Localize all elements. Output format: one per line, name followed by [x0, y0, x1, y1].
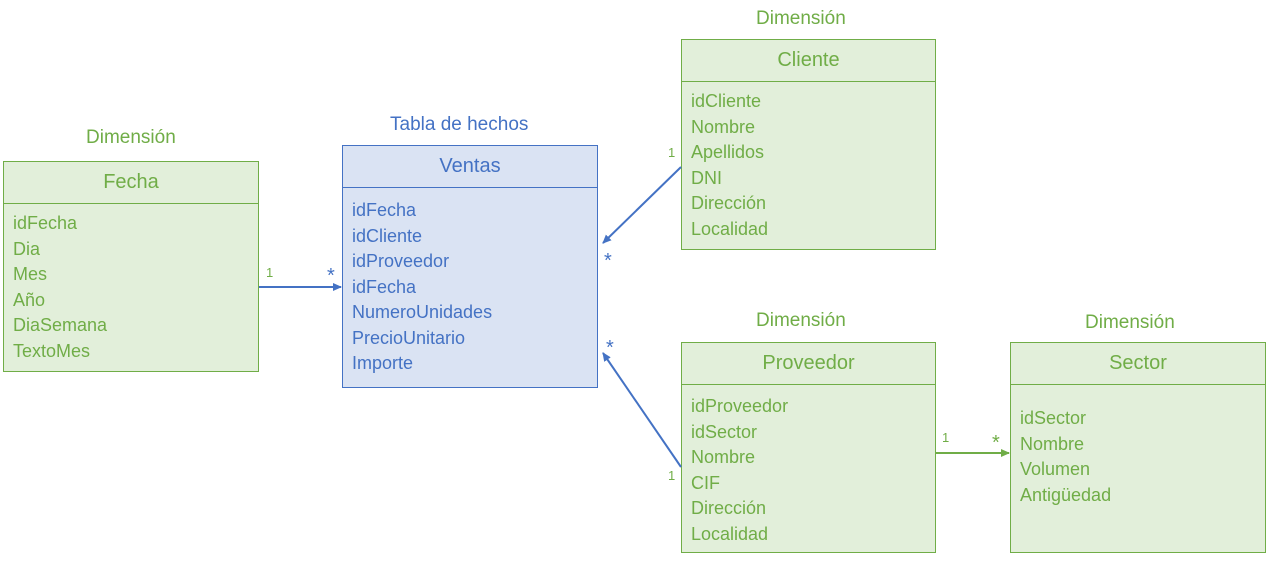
entity-cliente-attributes: idCliente Nombre Apellidos DNI Dirección… — [682, 82, 935, 242]
attribute: Mes — [13, 264, 48, 284]
mult-proveedor-sector-from: 1 — [942, 430, 949, 445]
attribute: idFecha — [352, 200, 417, 220]
entity-cliente[interactable]: Cliente idCliente Nombre Apellidos DNI D… — [681, 39, 936, 250]
attribute: Nombre — [1020, 433, 1085, 454]
caption-cliente: Dimensión — [756, 8, 846, 29]
attribute: Localidad — [691, 523, 769, 544]
mult-proveedor-ventas-to: * — [606, 337, 614, 359]
attribute: TextoMes — [13, 340, 91, 361]
link-cliente-ventas — [602, 166, 682, 244]
entity-fecha-attributes: idFecha Dia Mes Año DiaSemana TextoMes — [4, 204, 258, 364]
attribute: idProveedor — [691, 396, 789, 416]
attribute: Volumen — [1020, 459, 1091, 479]
mult-cliente-ventas-from: 1 — [668, 145, 675, 160]
attribute: Dirección — [691, 498, 767, 518]
attribute: PrecioUnitario — [352, 327, 466, 348]
entity-proveedor-attributes: idProveedor idSector Nombre CIF Direcció… — [682, 385, 935, 547]
link-proveedor-ventas — [602, 352, 682, 468]
attribute: DNI — [691, 167, 722, 188]
caption-proveedor: Dimensión — [756, 310, 846, 331]
mult-fecha-ventas-to: * — [327, 265, 335, 287]
attribute: idCliente — [352, 225, 423, 246]
entity-ventas-attributes: idFecha idCliente idProveedor idFecha Nu… — [343, 188, 597, 377]
attribute: Año — [13, 289, 46, 310]
entity-sector-attributes: idSector Nombre Volumen Antigüedad — [1011, 385, 1265, 508]
entity-fecha-title: Fecha — [4, 162, 258, 204]
caption-ventas: Tabla de hechos — [390, 114, 529, 135]
attribute: Nombre — [691, 116, 756, 137]
mult-proveedor-sector-to: * — [992, 432, 1000, 454]
entity-ventas-title: Ventas — [343, 146, 597, 188]
mult-fecha-ventas-from: 1 — [266, 265, 273, 280]
attribute: idProveedor — [352, 251, 450, 271]
entity-sector[interactable]: Sector idSector Nombre Volumen Antigüeda… — [1010, 342, 1266, 553]
caption-fecha: Dimensión — [86, 127, 176, 148]
attribute: NumeroUnidades — [352, 302, 493, 322]
mult-cliente-ventas-to: * — [604, 250, 612, 272]
attribute: DiaSemana — [13, 315, 108, 335]
attribute: Importe — [352, 353, 414, 373]
attribute: idFecha — [352, 276, 417, 297]
attribute: Localidad — [691, 218, 769, 239]
entity-ventas[interactable]: Ventas idFecha idCliente idProveedor idF… — [342, 145, 598, 388]
attribute: Nombre — [691, 447, 756, 467]
attribute: Antigüedad — [1020, 484, 1112, 505]
entity-fecha[interactable]: Fecha idFecha Dia Mes Año DiaSemana Text… — [3, 161, 259, 372]
entity-proveedor[interactable]: Proveedor idProveedor idSector Nombre CI… — [681, 342, 936, 553]
attribute: Dia — [13, 238, 41, 259]
attribute: idSector — [1020, 408, 1087, 428]
attribute: Apellidos — [691, 142, 765, 162]
attribute: idSector — [691, 421, 758, 442]
entity-cliente-title: Cliente — [682, 40, 935, 82]
attribute: CIF — [691, 472, 720, 493]
attribute: idCliente — [691, 91, 762, 111]
attribute: Dirección — [691, 193, 767, 213]
entity-sector-title: Sector — [1011, 343, 1265, 385]
attribute: idFecha — [13, 213, 78, 233]
entity-proveedor-title: Proveedor — [682, 343, 935, 385]
mult-proveedor-ventas-from: 1 — [668, 468, 675, 483]
caption-sector: Dimensión — [1085, 312, 1175, 333]
